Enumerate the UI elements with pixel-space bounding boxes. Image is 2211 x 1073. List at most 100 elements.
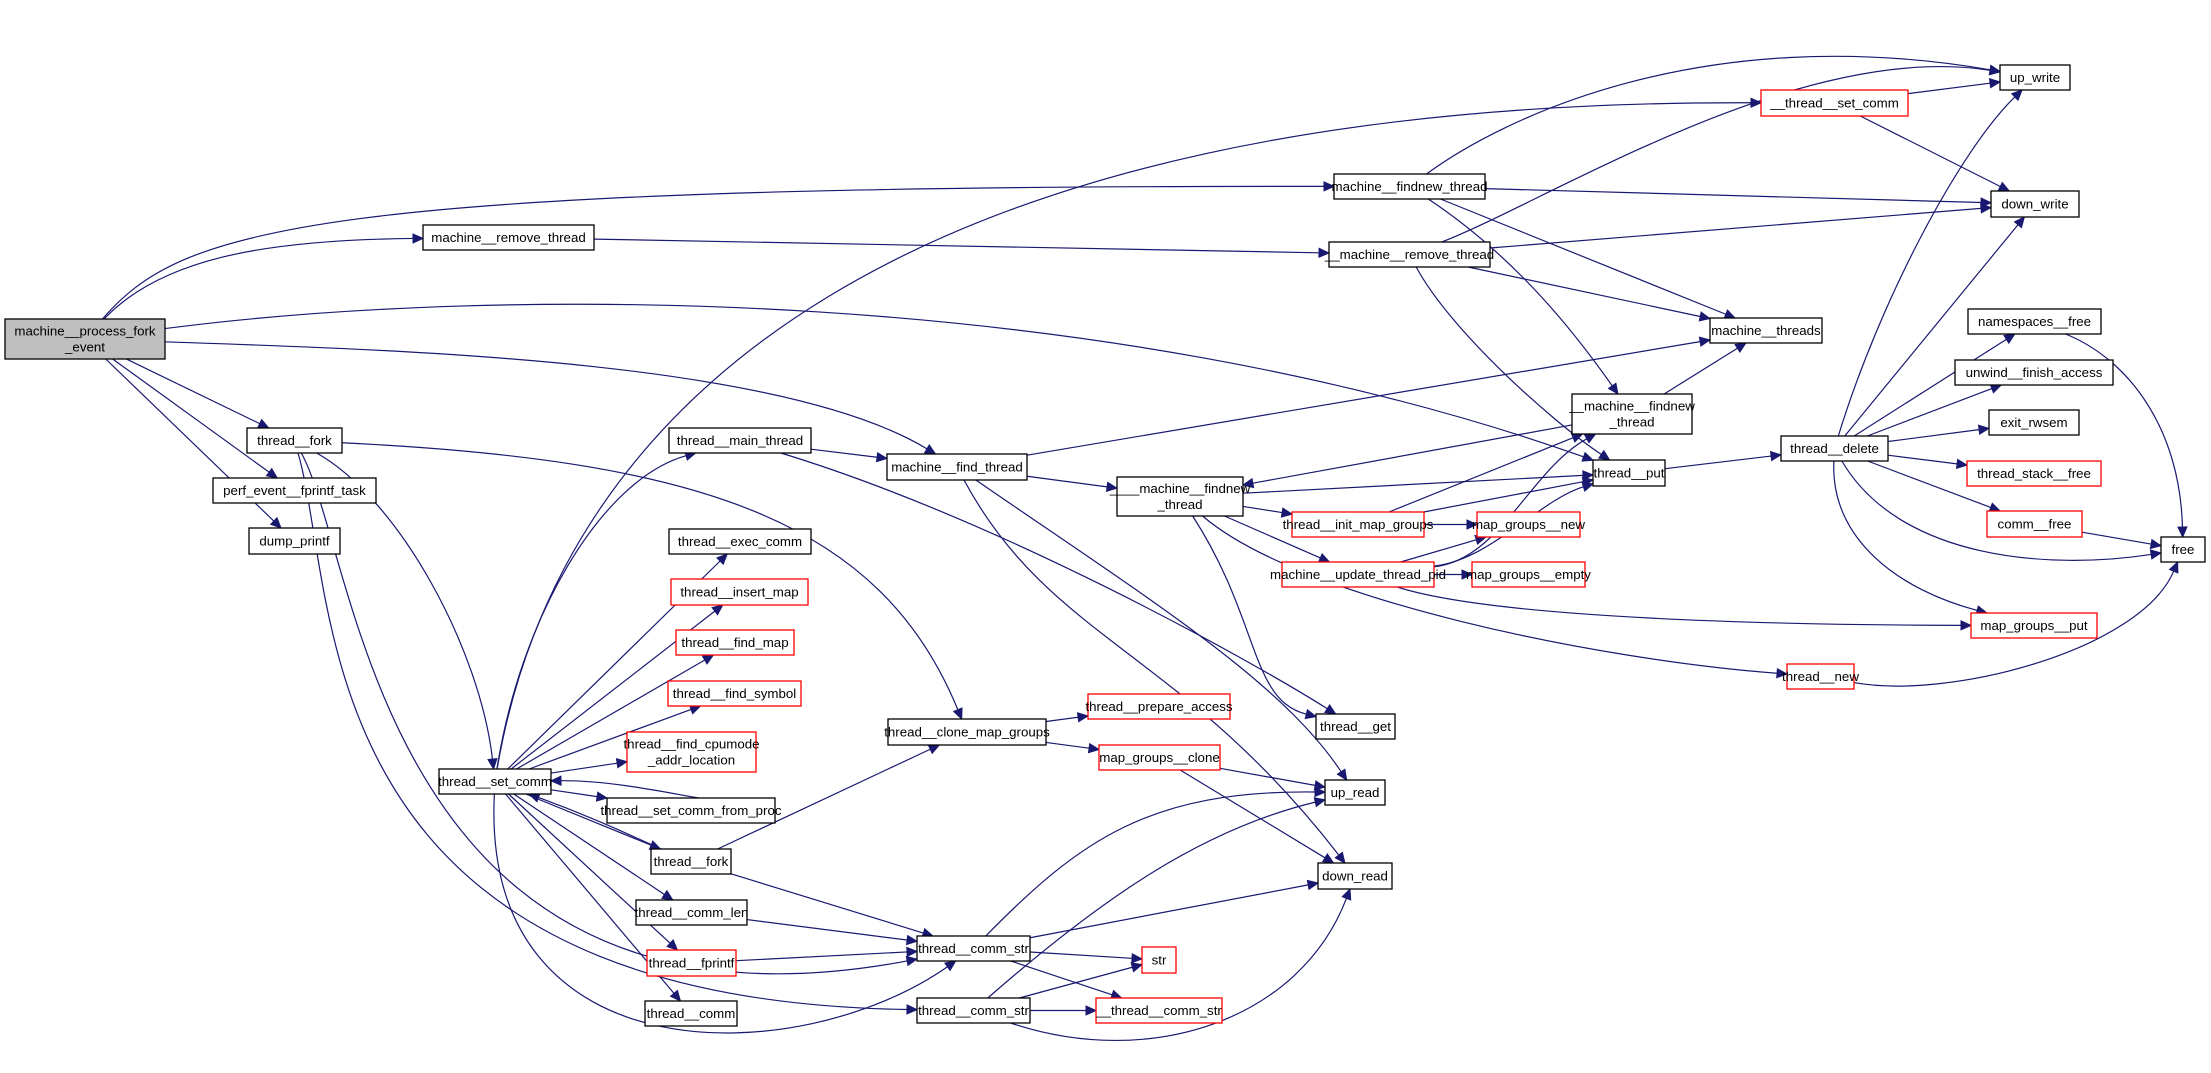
node-box[interactable]	[887, 718, 1047, 746]
node-box[interactable]	[438, 768, 552, 795]
node-box[interactable]	[606, 797, 776, 824]
node-thread-comm-str-b[interactable]: thread__comm_str	[916, 997, 1031, 1024]
node-box[interactable]	[644, 1000, 738, 1027]
node-box[interactable]	[667, 680, 802, 707]
node-thread-stack-free[interactable]: thread_stack__free	[1966, 460, 2102, 487]
node-thread-set-comm[interactable]: thread__set_comm	[438, 768, 552, 795]
node-machine-findnew-thread[interactable]: ____machine__findnew_thread	[1109, 476, 1251, 517]
node-box[interactable]	[1324, 779, 1386, 806]
node-box[interactable]	[1098, 744, 1221, 771]
node-box[interactable]	[248, 527, 341, 555]
node-thread-find-symbol[interactable]: thread__find_symbol	[667, 680, 802, 707]
node-thread-main-thread[interactable]: thread__main_thread	[668, 427, 812, 454]
node-map-groups-clone[interactable]: map_groups__clone	[1098, 744, 1221, 771]
node-box[interactable]	[646, 949, 737, 977]
node-up-write[interactable]: up_write	[1999, 64, 2071, 91]
node-map-groups-new[interactable]: map_groups__new	[1472, 511, 1585, 538]
node-box[interactable]	[886, 453, 1028, 481]
node-box[interactable]	[1999, 64, 2071, 91]
node-box[interactable]	[1317, 862, 1393, 890]
node-box[interactable]	[422, 224, 595, 251]
node-str[interactable]: str	[1141, 946, 1177, 974]
node-up-read[interactable]: up_read	[1324, 779, 1386, 806]
node-machine-update-thread-pid[interactable]: machine__update_thread_pid	[1270, 561, 1446, 588]
node-thread-set-comm[interactable]: __thread__set_comm	[1760, 89, 1909, 117]
node-box[interactable]	[2160, 536, 2206, 563]
node-down-write[interactable]: down_write	[1990, 190, 2080, 218]
node-thread-find-map[interactable]: thread__find_map	[675, 629, 795, 656]
node-thread-find-cpumode-addr-location[interactable]: thread__find_cpumode_addr_location	[623, 731, 760, 773]
node-machine-remove-thread[interactable]: __machine__remove_thread	[1324, 241, 1494, 268]
node-box[interactable]	[246, 427, 343, 454]
node-box[interactable]	[1986, 510, 2083, 538]
node-map-groups-put[interactable]: map_groups__put	[1970, 612, 2098, 639]
node-box[interactable]	[1087, 693, 1231, 720]
node-thread-get[interactable]: thread__get	[1315, 713, 1396, 740]
node-thread-fprintf[interactable]: thread__fprintf	[646, 949, 737, 977]
node-box[interactable]	[1141, 946, 1177, 974]
node-box[interactable]	[1476, 511, 1581, 538]
node-thread-prepare-access[interactable]: thread__prepare_access	[1085, 693, 1233, 720]
node-box[interactable]	[1471, 561, 1586, 588]
node-box[interactable]	[1967, 308, 2102, 335]
node-dump-printf[interactable]: dump_printf	[248, 527, 341, 555]
node-thread-comm-str-a[interactable]: thread__comm_str	[916, 935, 1031, 962]
node-box[interactable]	[1571, 393, 1693, 435]
node-box[interactable]	[1291, 511, 1425, 538]
node-box[interactable]	[1709, 317, 1823, 344]
node-box[interactable]	[668, 427, 812, 454]
node-box[interactable]	[1988, 409, 2080, 436]
node-box[interactable]	[668, 528, 812, 555]
node-thread-exec-comm[interactable]: thread__exec_comm	[668, 528, 812, 555]
node-box[interactable]	[1592, 459, 1666, 487]
node-box[interactable]	[1780, 435, 1889, 462]
node-thread-init-map-groups[interactable]: thread__init_map_groups	[1283, 511, 1434, 538]
node-box[interactable]	[670, 578, 809, 606]
node-root[interactable]: machine__process_fork_event	[4, 318, 166, 360]
node-unwind-finish-access[interactable]: unwind__finish_access	[1954, 359, 2114, 386]
node-box[interactable]	[1281, 561, 1435, 588]
node-thread-clone-map-groups[interactable]: thread__clone_map_groups	[884, 718, 1050, 746]
node-machine-find-thread[interactable]: machine__find_thread	[886, 453, 1028, 481]
node-thread-comm[interactable]: thread__comm	[644, 1000, 738, 1027]
node-box[interactable]	[1333, 173, 1486, 200]
node-thread-comm-len[interactable]: thread__comm_len	[635, 899, 749, 926]
node-box[interactable]	[916, 997, 1031, 1024]
node-thread-put[interactable]: thread__put	[1592, 459, 1666, 487]
node-machine-findnew-thread[interactable]: __machine__findnew_thread	[1568, 393, 1695, 435]
node-thread-set-comm-from-proc[interactable]: thread__set_comm_from_proc	[600, 797, 782, 824]
node-thread-comm-str[interactable]: __thread__comm_str	[1095, 997, 1223, 1024]
node-machine-findnew-thread[interactable]: machine__findnew_thread	[1332, 173, 1488, 200]
node-machine-remove-thread[interactable]: machine__remove_thread	[422, 224, 595, 251]
node-thread-delete[interactable]: thread__delete	[1780, 435, 1889, 462]
node-box[interactable]	[1970, 612, 2098, 639]
node-box[interactable]	[1095, 997, 1223, 1024]
node-box[interactable]	[916, 935, 1031, 962]
node-box[interactable]	[675, 629, 795, 656]
node-box[interactable]	[1315, 713, 1396, 740]
node-machine-threads[interactable]: machine__threads	[1709, 317, 1823, 344]
node-namespaces-free[interactable]: namespaces__free	[1967, 308, 2102, 335]
node-box[interactable]	[1116, 476, 1244, 517]
node-down-read[interactable]: down_read	[1317, 862, 1393, 890]
node-free[interactable]: free	[2160, 536, 2206, 563]
node-box[interactable]	[4, 318, 166, 360]
node-box[interactable]	[1990, 190, 2080, 218]
node-box[interactable]	[626, 731, 757, 773]
node-box[interactable]	[635, 899, 748, 926]
node-box[interactable]	[1328, 241, 1491, 268]
node-box[interactable]	[212, 477, 377, 504]
node-exit-rwsem[interactable]: exit_rwsem	[1988, 409, 2080, 436]
node-box[interactable]	[1966, 460, 2102, 487]
node-box[interactable]	[650, 848, 732, 875]
node-box[interactable]	[1954, 359, 2114, 386]
node-thread-new[interactable]: thread__new	[1782, 663, 1859, 690]
node-comm-free[interactable]: comm__free	[1986, 510, 2083, 538]
node-map-groups-empty[interactable]: map_groups__empty	[1466, 561, 1591, 588]
node-perf-event-fprintf-task[interactable]: perf_event__fprintf_task	[212, 477, 377, 504]
node-thread-insert-map[interactable]: thread__insert_map	[670, 578, 809, 606]
node-thread-fork-a[interactable]: thread__fork	[246, 427, 343, 454]
node-thread-fork-b[interactable]: thread__fork	[650, 848, 732, 875]
node-box[interactable]	[1786, 663, 1855, 690]
node-box[interactable]	[1760, 89, 1909, 117]
